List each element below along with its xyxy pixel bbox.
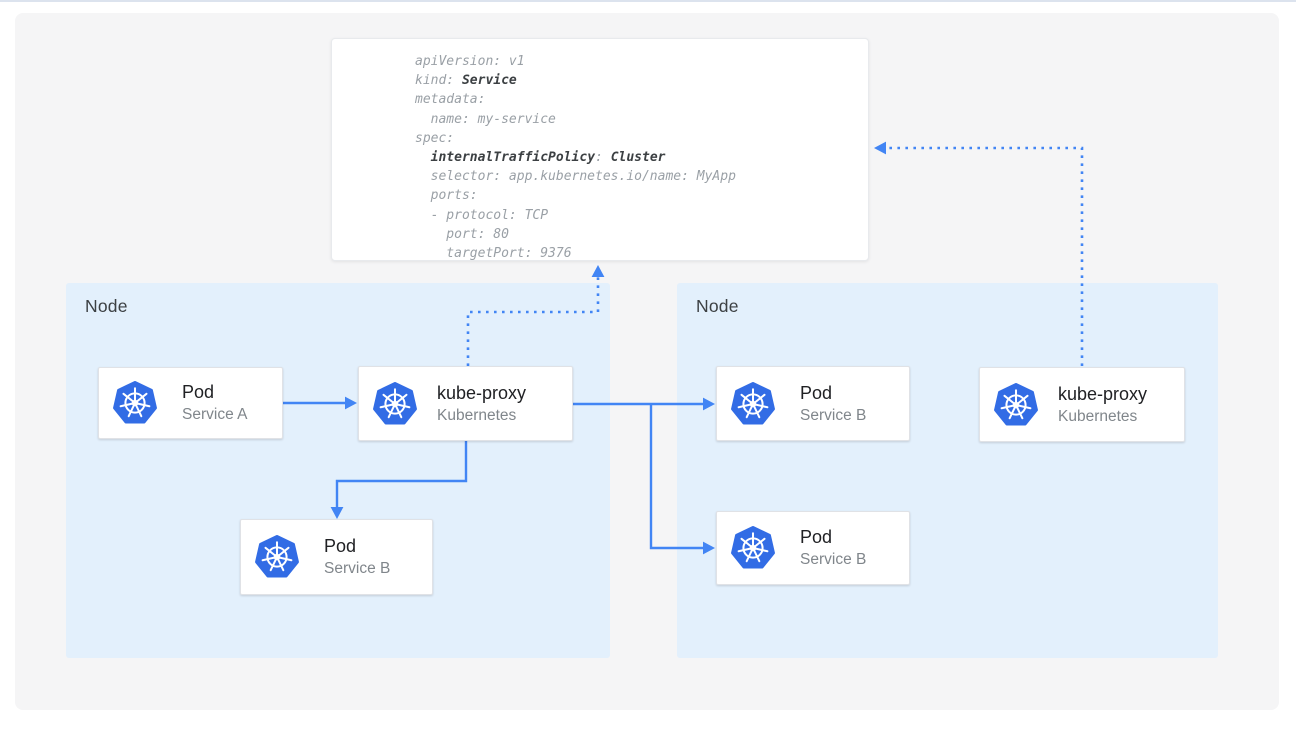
code-line: targetPort: 9376: [415, 246, 572, 262]
box-subtitle: Service B: [800, 551, 867, 568]
code-line: apiVersion: v1: [415, 54, 525, 69]
node-left: Node: [66, 283, 610, 658]
kube-proxy-right-box: kube-proxy Kubernetes: [979, 367, 1185, 442]
service-yaml-panel: apiVersion: v1 kind: Service metadata: nam…: [331, 38, 869, 261]
code-line: - protocol: TCP: [415, 207, 549, 223]
pod-service-b-left-box: Pod Service B: [240, 519, 433, 595]
kubernetes-icon: [254, 534, 300, 580]
node-right-label: Node: [696, 296, 739, 316]
code-line: internalTrafficPolicy: Cluster: [430, 150, 666, 166]
code-line: selector: app.kubernetes.io/name: MyApp: [415, 169, 736, 185]
code-line: name: my-service: [415, 111, 556, 127]
node-right: Node: [677, 283, 1218, 658]
node-left-label: Node: [85, 296, 128, 316]
pod-service-b-right-bottom-box: Pod Service B: [716, 511, 910, 585]
kubernetes-icon: [112, 380, 158, 426]
kubernetes-icon: [993, 382, 1039, 428]
pod-service-b-right-top-box: Pod Service B: [716, 366, 910, 441]
pod-service-a-box: Pod Service A: [98, 367, 283, 439]
box-subtitle: Kubernetes: [437, 406, 517, 424]
box-subtitle: Service B: [324, 560, 391, 577]
box-title: Pod: [182, 382, 215, 402]
box-title: kube-proxy: [437, 382, 527, 403]
box-title: Pod: [800, 382, 833, 403]
yaml-code: apiVersion: v1 kind: Service metadata: nam…: [415, 52, 860, 263]
code-line: kind: Service: [415, 73, 517, 89]
box-title: Pod: [324, 536, 357, 556]
top-accent-line: [0, 0, 1296, 2]
code-line: spec:: [415, 130, 455, 146]
box-subtitle: Service A: [182, 406, 248, 423]
kube-proxy-left-box: kube-proxy Kubernetes: [358, 366, 573, 441]
kubernetes-icon: [372, 381, 418, 427]
code-line: ports:: [415, 188, 478, 204]
kubernetes-icon: [730, 381, 776, 427]
code-line: metadata:: [415, 92, 486, 108]
box-title: Pod: [800, 527, 833, 547]
box-subtitle: Kubernetes: [1058, 407, 1138, 425]
code-line: port: 80: [415, 226, 509, 242]
kubernetes-icon: [730, 525, 776, 571]
box-subtitle: Service B: [800, 406, 867, 424]
box-title: kube-proxy: [1058, 383, 1148, 404]
